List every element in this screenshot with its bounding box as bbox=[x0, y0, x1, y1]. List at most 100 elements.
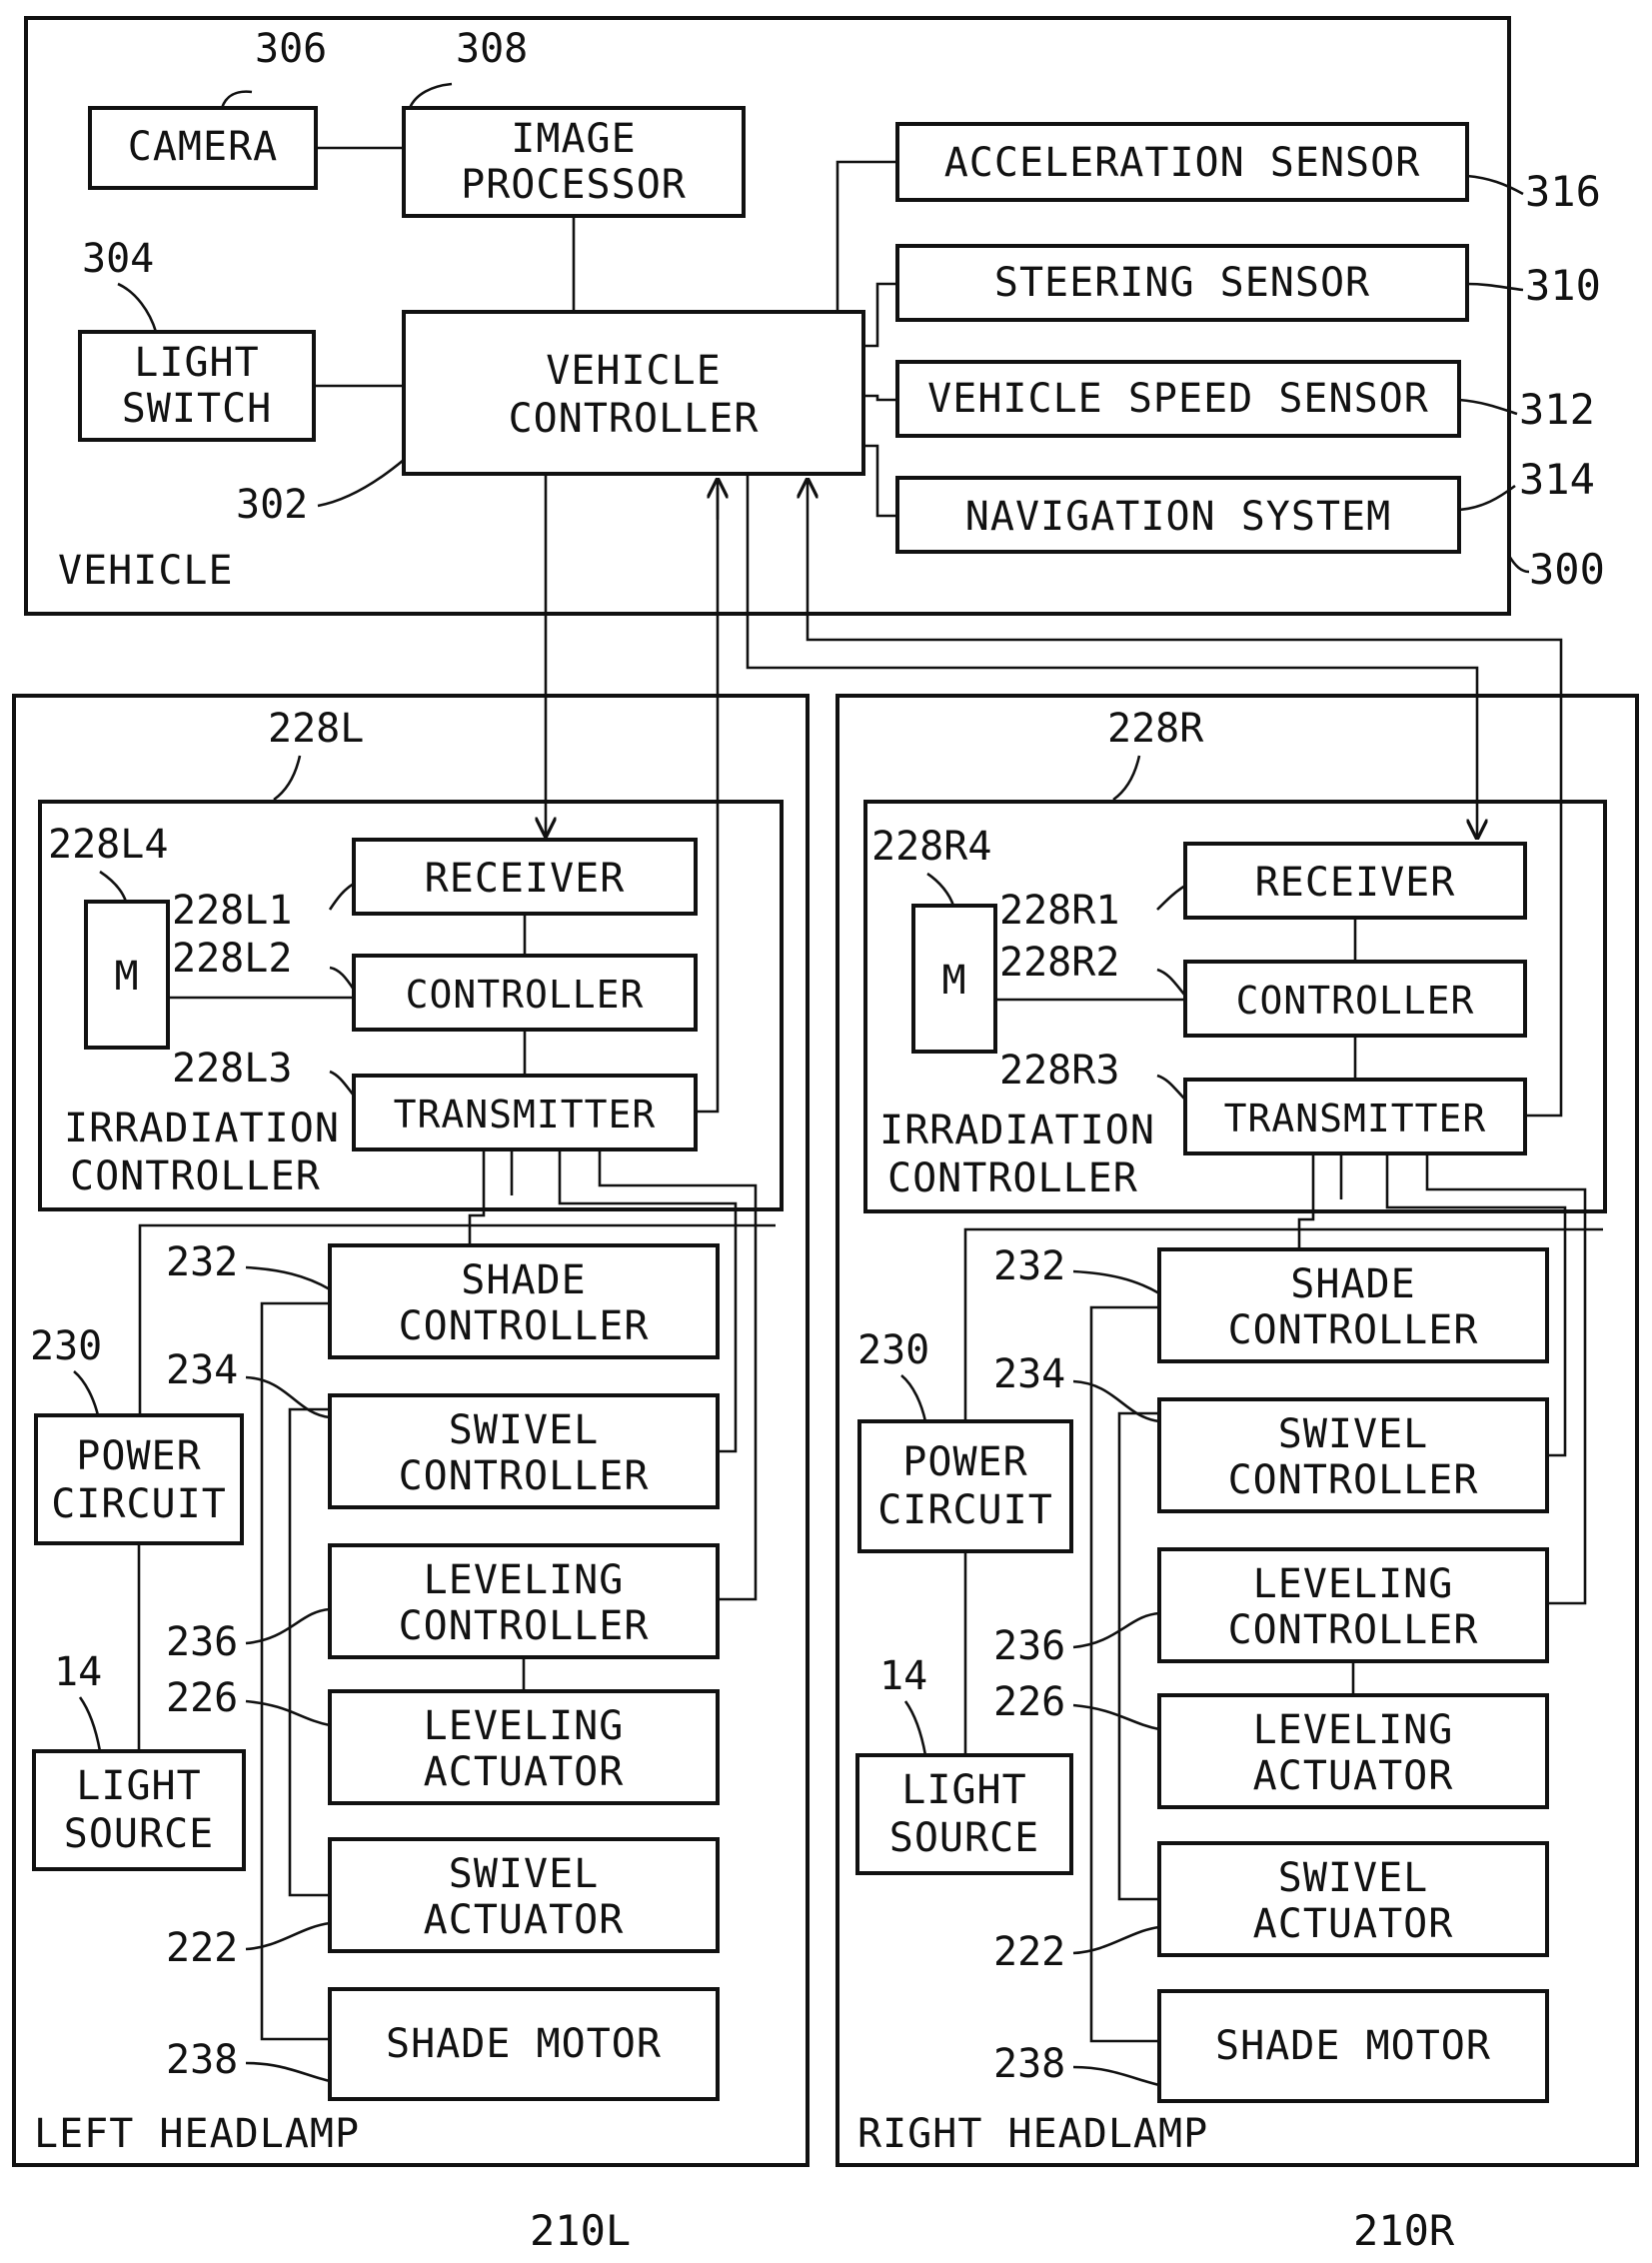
left-memory-ref-leader bbox=[100, 872, 126, 902]
right-swivel-actuator-ref-leader bbox=[1073, 1927, 1159, 1953]
navigation-ref-leader bbox=[1459, 486, 1515, 510]
right-irradiation-line2: CONTROLLER bbox=[887, 1155, 1138, 1201]
left-irradiation-ref: 228L bbox=[268, 706, 364, 752]
right-swivel-controller-line2: CONTROLLER bbox=[1228, 1457, 1479, 1503]
speed-sensor-ref: 312 bbox=[1519, 385, 1595, 434]
left-controller-ref: 228L2 bbox=[172, 936, 292, 982]
vehicle-ref: 300 bbox=[1529, 545, 1605, 594]
camera-ref: 306 bbox=[255, 26, 327, 72]
right-irradiation-ref: 228R bbox=[1107, 706, 1204, 752]
vehicle-controller-line2: CONTROLLER bbox=[509, 396, 760, 442]
right-leveling-actuator-line1: LEVELING bbox=[1253, 1707, 1454, 1753]
left-shade-controller-line2: CONTROLLER bbox=[399, 1303, 650, 1349]
right-irradiation-ref-leader bbox=[1113, 756, 1139, 800]
left-receiver-ref: 228L1 bbox=[172, 888, 292, 934]
right-transmitter-ref-leader bbox=[1157, 1076, 1185, 1100]
right-receiver-ref-leader bbox=[1157, 886, 1185, 910]
right-memory-label: M bbox=[941, 958, 966, 1004]
left-swivel-actuator-ref-leader bbox=[246, 1923, 330, 1949]
image-processor-line2: PROCESSOR bbox=[461, 162, 687, 208]
acceleration-sensor-label: ACCELERATION SENSOR bbox=[944, 140, 1421, 186]
light-switch-ref-leader bbox=[118, 284, 156, 332]
right-shade-motor-ref: 238 bbox=[993, 2041, 1065, 2087]
left-memory-label: M bbox=[114, 954, 139, 1000]
camera-label: CAMERA bbox=[128, 124, 279, 170]
acceleration-sensor-ref-leader bbox=[1467, 176, 1523, 194]
right-controller-ref-leader bbox=[1157, 970, 1185, 996]
left-power-circuit-line1: POWER bbox=[76, 1433, 201, 1479]
left-irradiation-line1: IRRADIATION bbox=[64, 1106, 340, 1151]
left-controller-label: CONTROLLER bbox=[406, 973, 645, 1017]
left-swivel-controller-line2: CONTROLLER bbox=[399, 1453, 650, 1499]
left-headlamp-title: LEFT HEADLAMP bbox=[34, 2111, 360, 2157]
left-power-circuit-ref: 230 bbox=[30, 1323, 102, 1369]
left-leveling-controller-line2: CONTROLLER bbox=[399, 1603, 650, 1649]
right-headlamp-ref: 210R bbox=[1353, 2206, 1455, 2255]
right-shade-controller-line2: CONTROLLER bbox=[1228, 1307, 1479, 1353]
left-leveling-actuator-line1: LEVELING bbox=[424, 1703, 625, 1749]
left-light-source-ref-leader bbox=[80, 1697, 100, 1751]
right-shade-controller-ref: 232 bbox=[993, 1243, 1065, 1289]
vehicle-controller-line1: VEHICLE bbox=[546, 348, 722, 394]
right-shade-controller-line1: SHADE bbox=[1290, 1261, 1415, 1307]
right-leveling-actuator-line2: ACTUATOR bbox=[1253, 1753, 1454, 1799]
left-shade-motor-ref-leader bbox=[246, 2063, 330, 2081]
camera-ref-leader bbox=[222, 92, 252, 108]
image-processor-ref: 308 bbox=[456, 26, 528, 72]
right-controller-ref: 228R2 bbox=[999, 940, 1119, 986]
right-receiver-label: RECEIVER bbox=[1255, 860, 1456, 906]
right-swivel-actuator-line2: ACTUATOR bbox=[1253, 1901, 1454, 1947]
left-leveling-actuator-ref: 226 bbox=[166, 1675, 238, 1721]
right-transmitter-ref: 228R3 bbox=[999, 1048, 1119, 1094]
right-leveling-controller-line2: CONTROLLER bbox=[1228, 1607, 1479, 1653]
right-power-circuit-line1: POWER bbox=[902, 1439, 1027, 1485]
right-light-source-ref: 14 bbox=[879, 1653, 927, 1699]
right-swivel-controller-ref: 234 bbox=[993, 1351, 1065, 1397]
vehicle-title: VEHICLE bbox=[58, 548, 234, 594]
right-receiver-ref: 228R1 bbox=[999, 888, 1119, 934]
left-shade-controller-line1: SHADE bbox=[461, 1257, 586, 1303]
right-leveling-actuator-ref-leader bbox=[1073, 1705, 1159, 1729]
right-light-source-ref-leader bbox=[905, 1701, 925, 1755]
left-leveling-actuator-line2: ACTUATOR bbox=[424, 1749, 625, 1795]
left-memory-ref: 228L4 bbox=[48, 822, 168, 868]
left-irradiation-ref-leader bbox=[274, 756, 300, 800]
vehicle-controller-ref-leader bbox=[318, 460, 404, 506]
left-transmitter-ref-leader bbox=[330, 1072, 354, 1096]
right-leveling-actuator-ref: 226 bbox=[993, 1679, 1065, 1725]
speed-sensor-label: VEHICLE SPEED SENSOR bbox=[927, 376, 1429, 422]
left-transmitter-ref: 228L3 bbox=[172, 1046, 292, 1092]
left-controller-ref-leader bbox=[330, 968, 354, 990]
left-power-circuit-line2: CIRCUIT bbox=[51, 1481, 227, 1527]
right-swivel-actuator-ref: 222 bbox=[993, 1929, 1065, 1975]
left-receiver-ref-leader bbox=[330, 884, 354, 910]
left-irradiation-line2: CONTROLLER bbox=[70, 1153, 321, 1199]
left-swivel-controller-line1: SWIVEL bbox=[449, 1407, 600, 1453]
left-leveling-controller-ref: 236 bbox=[166, 1619, 238, 1665]
left-swivel-actuator-line1: SWIVEL bbox=[449, 1851, 600, 1897]
right-irradiation-line1: IRRADIATION bbox=[879, 1108, 1155, 1153]
right-controller-label: CONTROLLER bbox=[1236, 979, 1475, 1023]
right-swivel-actuator-line1: SWIVEL bbox=[1278, 1855, 1429, 1901]
right-light-source-line2: SOURCE bbox=[889, 1815, 1040, 1861]
left-shade-controller-ref-leader bbox=[246, 1267, 330, 1289]
left-shade-motor-ref: 238 bbox=[166, 2037, 238, 2083]
left-light-source-line2: SOURCE bbox=[64, 1811, 215, 1857]
light-switch-line1: LIGHT bbox=[134, 340, 259, 386]
light-switch-line2: SWITCH bbox=[122, 386, 273, 432]
left-power-circuit-ref-leader bbox=[74, 1371, 98, 1415]
left-swivel-actuator-ref: 222 bbox=[166, 1925, 238, 1971]
left-leveling-controller-line1: LEVELING bbox=[424, 1557, 625, 1603]
right-memory-ref-leader bbox=[927, 874, 953, 906]
left-light-source-ref: 14 bbox=[54, 1649, 102, 1695]
image-processor-ref-leader bbox=[410, 84, 452, 108]
vehicle-ref-leader bbox=[1509, 556, 1529, 572]
left-swivel-controller-ref-leader bbox=[246, 1377, 330, 1417]
left-shade-controller-ref: 232 bbox=[166, 1239, 238, 1285]
right-power-circuit-ref: 230 bbox=[857, 1327, 929, 1373]
image-processor-line1: IMAGE bbox=[511, 116, 636, 162]
right-headlamp-title: RIGHT HEADLAMP bbox=[857, 2111, 1208, 2157]
right-power-circuit-ref-leader bbox=[901, 1375, 925, 1421]
left-leveling-actuator-ref-leader bbox=[246, 1701, 330, 1725]
